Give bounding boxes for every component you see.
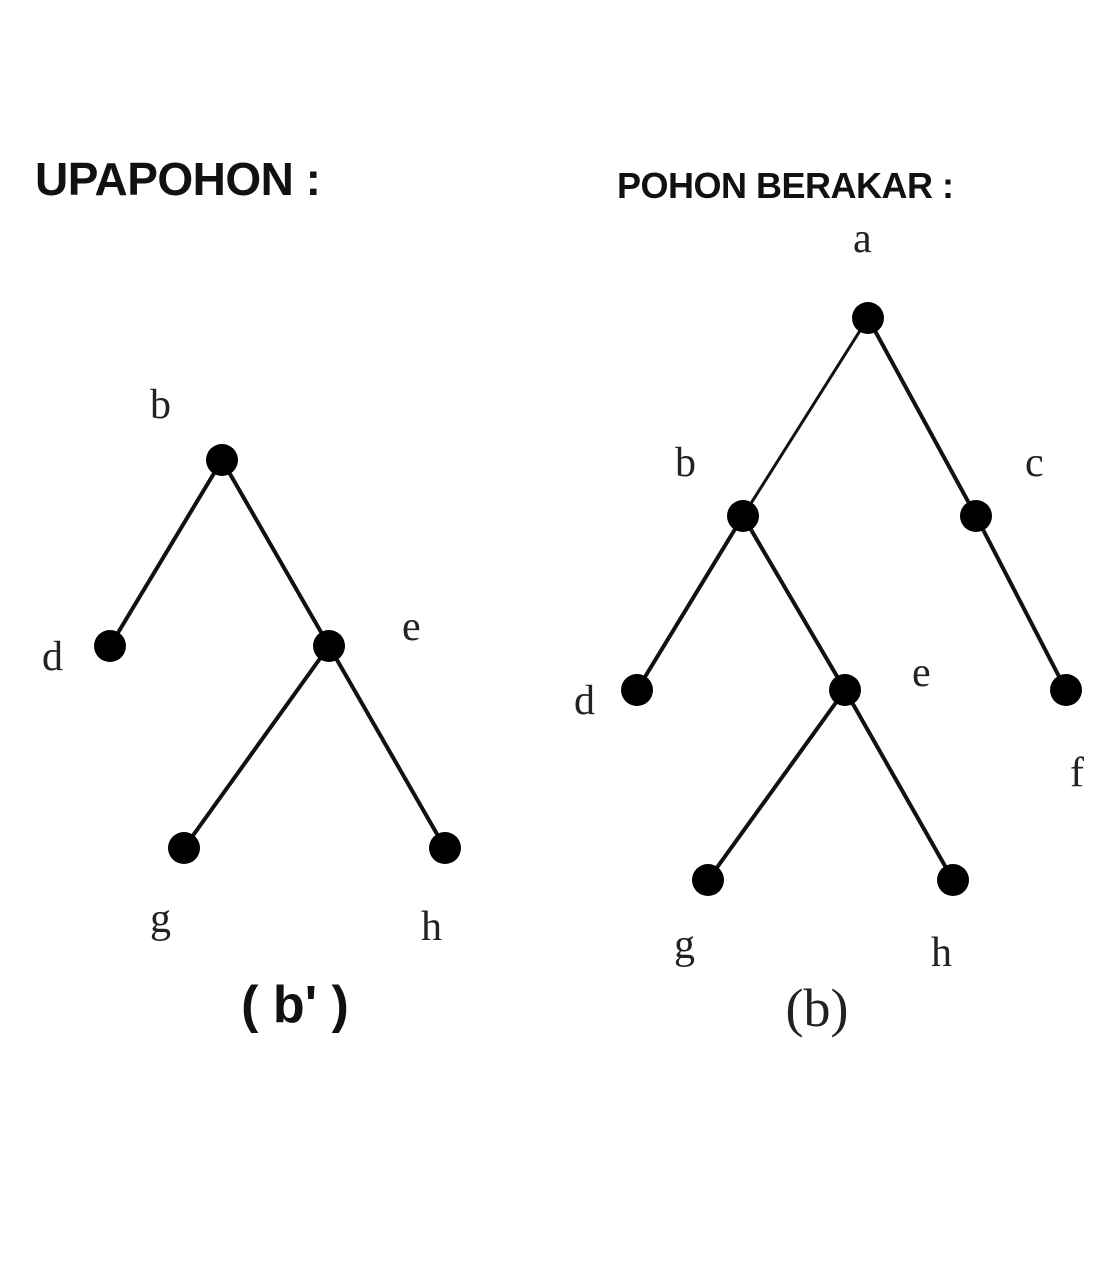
label-d2: d: [574, 678, 595, 724]
label-e2: e: [912, 650, 931, 696]
edge-a-c: [866, 317, 978, 517]
label-g2: g: [674, 922, 695, 968]
edge-b-e: [220, 459, 331, 647]
label-e: e: [402, 604, 421, 650]
label-h2: h: [931, 930, 952, 976]
node-g: [168, 832, 200, 864]
edge-a-b: [741, 317, 870, 517]
node-g2: [692, 864, 724, 896]
edge-b-e2: [741, 514, 847, 692]
label-b: b: [150, 382, 171, 428]
subtree-heading: UPAPOHON :: [35, 153, 321, 205]
node-b: [206, 444, 238, 476]
node-h2: [937, 864, 969, 896]
edge-e-h: [327, 645, 447, 849]
node-d: [94, 630, 126, 662]
node-e: [313, 630, 345, 662]
node-b2: [727, 500, 759, 532]
label-h: h: [421, 904, 442, 950]
rooted-tree-heading: POHON BERAKAR :: [617, 165, 954, 206]
label-d: d: [42, 634, 63, 680]
rooted-tree-diagram: a b c d e f g h (b): [574, 216, 1084, 1038]
edge-c-f: [974, 515, 1068, 691]
edge-b-d2: [635, 514, 745, 692]
label-b2: b: [675, 440, 696, 486]
label-g: g: [150, 896, 171, 942]
edge-e-h2: [843, 689, 955, 881]
edge-e-g: [182, 644, 331, 850]
label-c: c: [1025, 440, 1044, 486]
node-h: [429, 832, 461, 864]
edge-e-g2: [706, 688, 847, 882]
subtree-diagram: b d e g h ( b' ): [42, 382, 461, 1034]
node-a: [852, 302, 884, 334]
rooted-tree-caption: (b): [786, 978, 849, 1038]
node-d2: [621, 674, 653, 706]
label-f: f: [1070, 750, 1084, 796]
node-f: [1050, 674, 1082, 706]
subtree-caption: ( b' ): [241, 976, 349, 1034]
node-c: [960, 500, 992, 532]
label-a: a: [853, 216, 872, 262]
edge-b-d: [108, 458, 224, 648]
node-e2: [829, 674, 861, 706]
